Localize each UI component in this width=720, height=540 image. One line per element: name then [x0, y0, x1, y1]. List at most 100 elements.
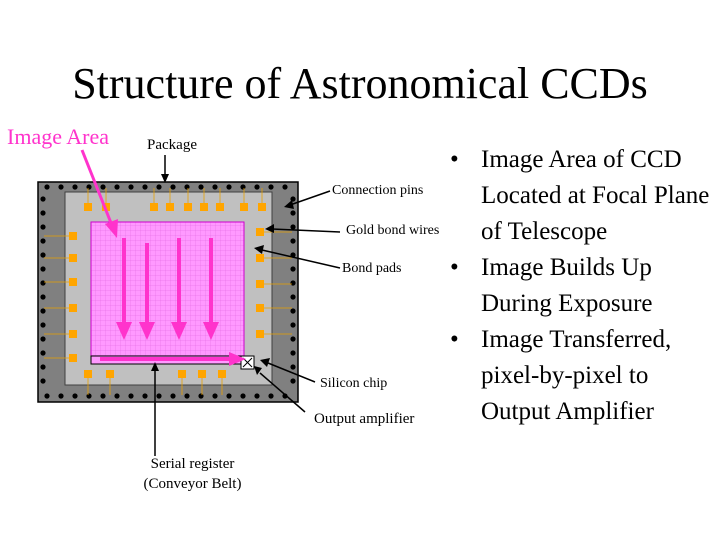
pin [282, 393, 288, 399]
pin [40, 252, 46, 258]
serial-register-label-line2: (Conveyor Belt) [143, 476, 242, 492]
bond-pad [178, 370, 186, 378]
bullet-list: • Image Area of CCD Located at Focal Plan… [450, 142, 715, 430]
output-amplifier-label: Output amplifier [314, 411, 415, 427]
bullet-text: Image Builds Up During Exposure [481, 254, 653, 317]
pin [268, 184, 274, 190]
pin [58, 184, 64, 190]
pin [290, 364, 296, 370]
pin [44, 393, 50, 399]
pin [128, 393, 134, 399]
bond-pad [216, 203, 224, 211]
pin [184, 184, 190, 190]
bond-pad [84, 370, 92, 378]
bond-pad [69, 278, 77, 286]
pin [40, 224, 46, 230]
pin [40, 322, 46, 328]
pin [40, 350, 46, 356]
pin [40, 294, 46, 300]
pin [72, 184, 78, 190]
serial-register-label: Serial register (Conveyor Belt) [120, 454, 265, 494]
pin [100, 184, 106, 190]
pin [282, 184, 288, 190]
transfer-arrows [80, 149, 246, 366]
connection-pins-label: Connection pins [332, 183, 424, 198]
pin [40, 196, 46, 202]
pin [240, 184, 246, 190]
pin [268, 393, 274, 399]
pin [254, 393, 260, 399]
image-area-label: Image Area [7, 124, 109, 149]
pin [128, 184, 134, 190]
pin [72, 393, 78, 399]
pin [290, 210, 296, 216]
pin [290, 224, 296, 230]
bullet-item: •Image Transferred, pixel-by-pixel to Ou… [450, 322, 715, 430]
bond-pad [218, 370, 226, 378]
pin [156, 393, 162, 399]
pin [290, 378, 296, 384]
silicon-chip-label: Silicon chip [320, 376, 388, 391]
pin [240, 393, 246, 399]
pin [170, 393, 176, 399]
pin [58, 393, 64, 399]
pin [142, 393, 148, 399]
pin [86, 393, 92, 399]
bond-pad [166, 203, 174, 211]
bond-pad [69, 354, 77, 362]
pin [40, 238, 46, 244]
bond-pad [256, 254, 264, 262]
bond-pad [106, 370, 114, 378]
pin [184, 393, 190, 399]
pin [254, 184, 260, 190]
bullet-dot: • [450, 146, 459, 173]
bond-pads [69, 203, 266, 378]
bond-pad [200, 203, 208, 211]
connection-pins [40, 184, 296, 399]
bullet-dot: • [450, 254, 459, 281]
pin [290, 238, 296, 244]
bond-pad [69, 232, 77, 240]
bond-pad [258, 203, 266, 211]
gold-bond-wires-label: Gold bond wires [346, 223, 440, 238]
pin [290, 322, 296, 328]
pin [40, 336, 46, 342]
bond-pad [69, 304, 77, 312]
pin [86, 184, 92, 190]
pointer-lines [151, 155, 341, 456]
bond-pad [69, 330, 77, 338]
bond-pads-label: Bond pads [342, 261, 402, 276]
package-label: Package [147, 137, 197, 153]
pin [170, 184, 176, 190]
pin [198, 393, 204, 399]
pin [226, 393, 232, 399]
pin [212, 184, 218, 190]
pin [142, 184, 148, 190]
bullet-item: • Image Area of CCD Located at Focal Plan… [450, 142, 715, 250]
pin [40, 266, 46, 272]
bullet-dot: • [450, 326, 459, 353]
bond-pad [150, 203, 158, 211]
bond-pad [256, 330, 264, 338]
bullet-item: • Image Builds Up During Exposure [450, 250, 715, 322]
bond-pad [256, 280, 264, 288]
pin [40, 364, 46, 370]
bond-pad [240, 203, 248, 211]
pin [44, 184, 50, 190]
image-area-pixels [90, 221, 245, 357]
pin [40, 308, 46, 314]
pin [40, 280, 46, 286]
pin [114, 393, 120, 399]
bond-pad [69, 254, 77, 262]
bond-pad [198, 370, 206, 378]
pin [290, 336, 296, 342]
pin [40, 378, 46, 384]
pin [212, 393, 218, 399]
bullet-text: Image Area of CCD Located at Focal Plane… [481, 146, 710, 245]
pin [290, 266, 296, 272]
pin [290, 308, 296, 314]
pin [40, 210, 46, 216]
bond-pad [256, 304, 264, 312]
bond-pad [184, 203, 192, 211]
